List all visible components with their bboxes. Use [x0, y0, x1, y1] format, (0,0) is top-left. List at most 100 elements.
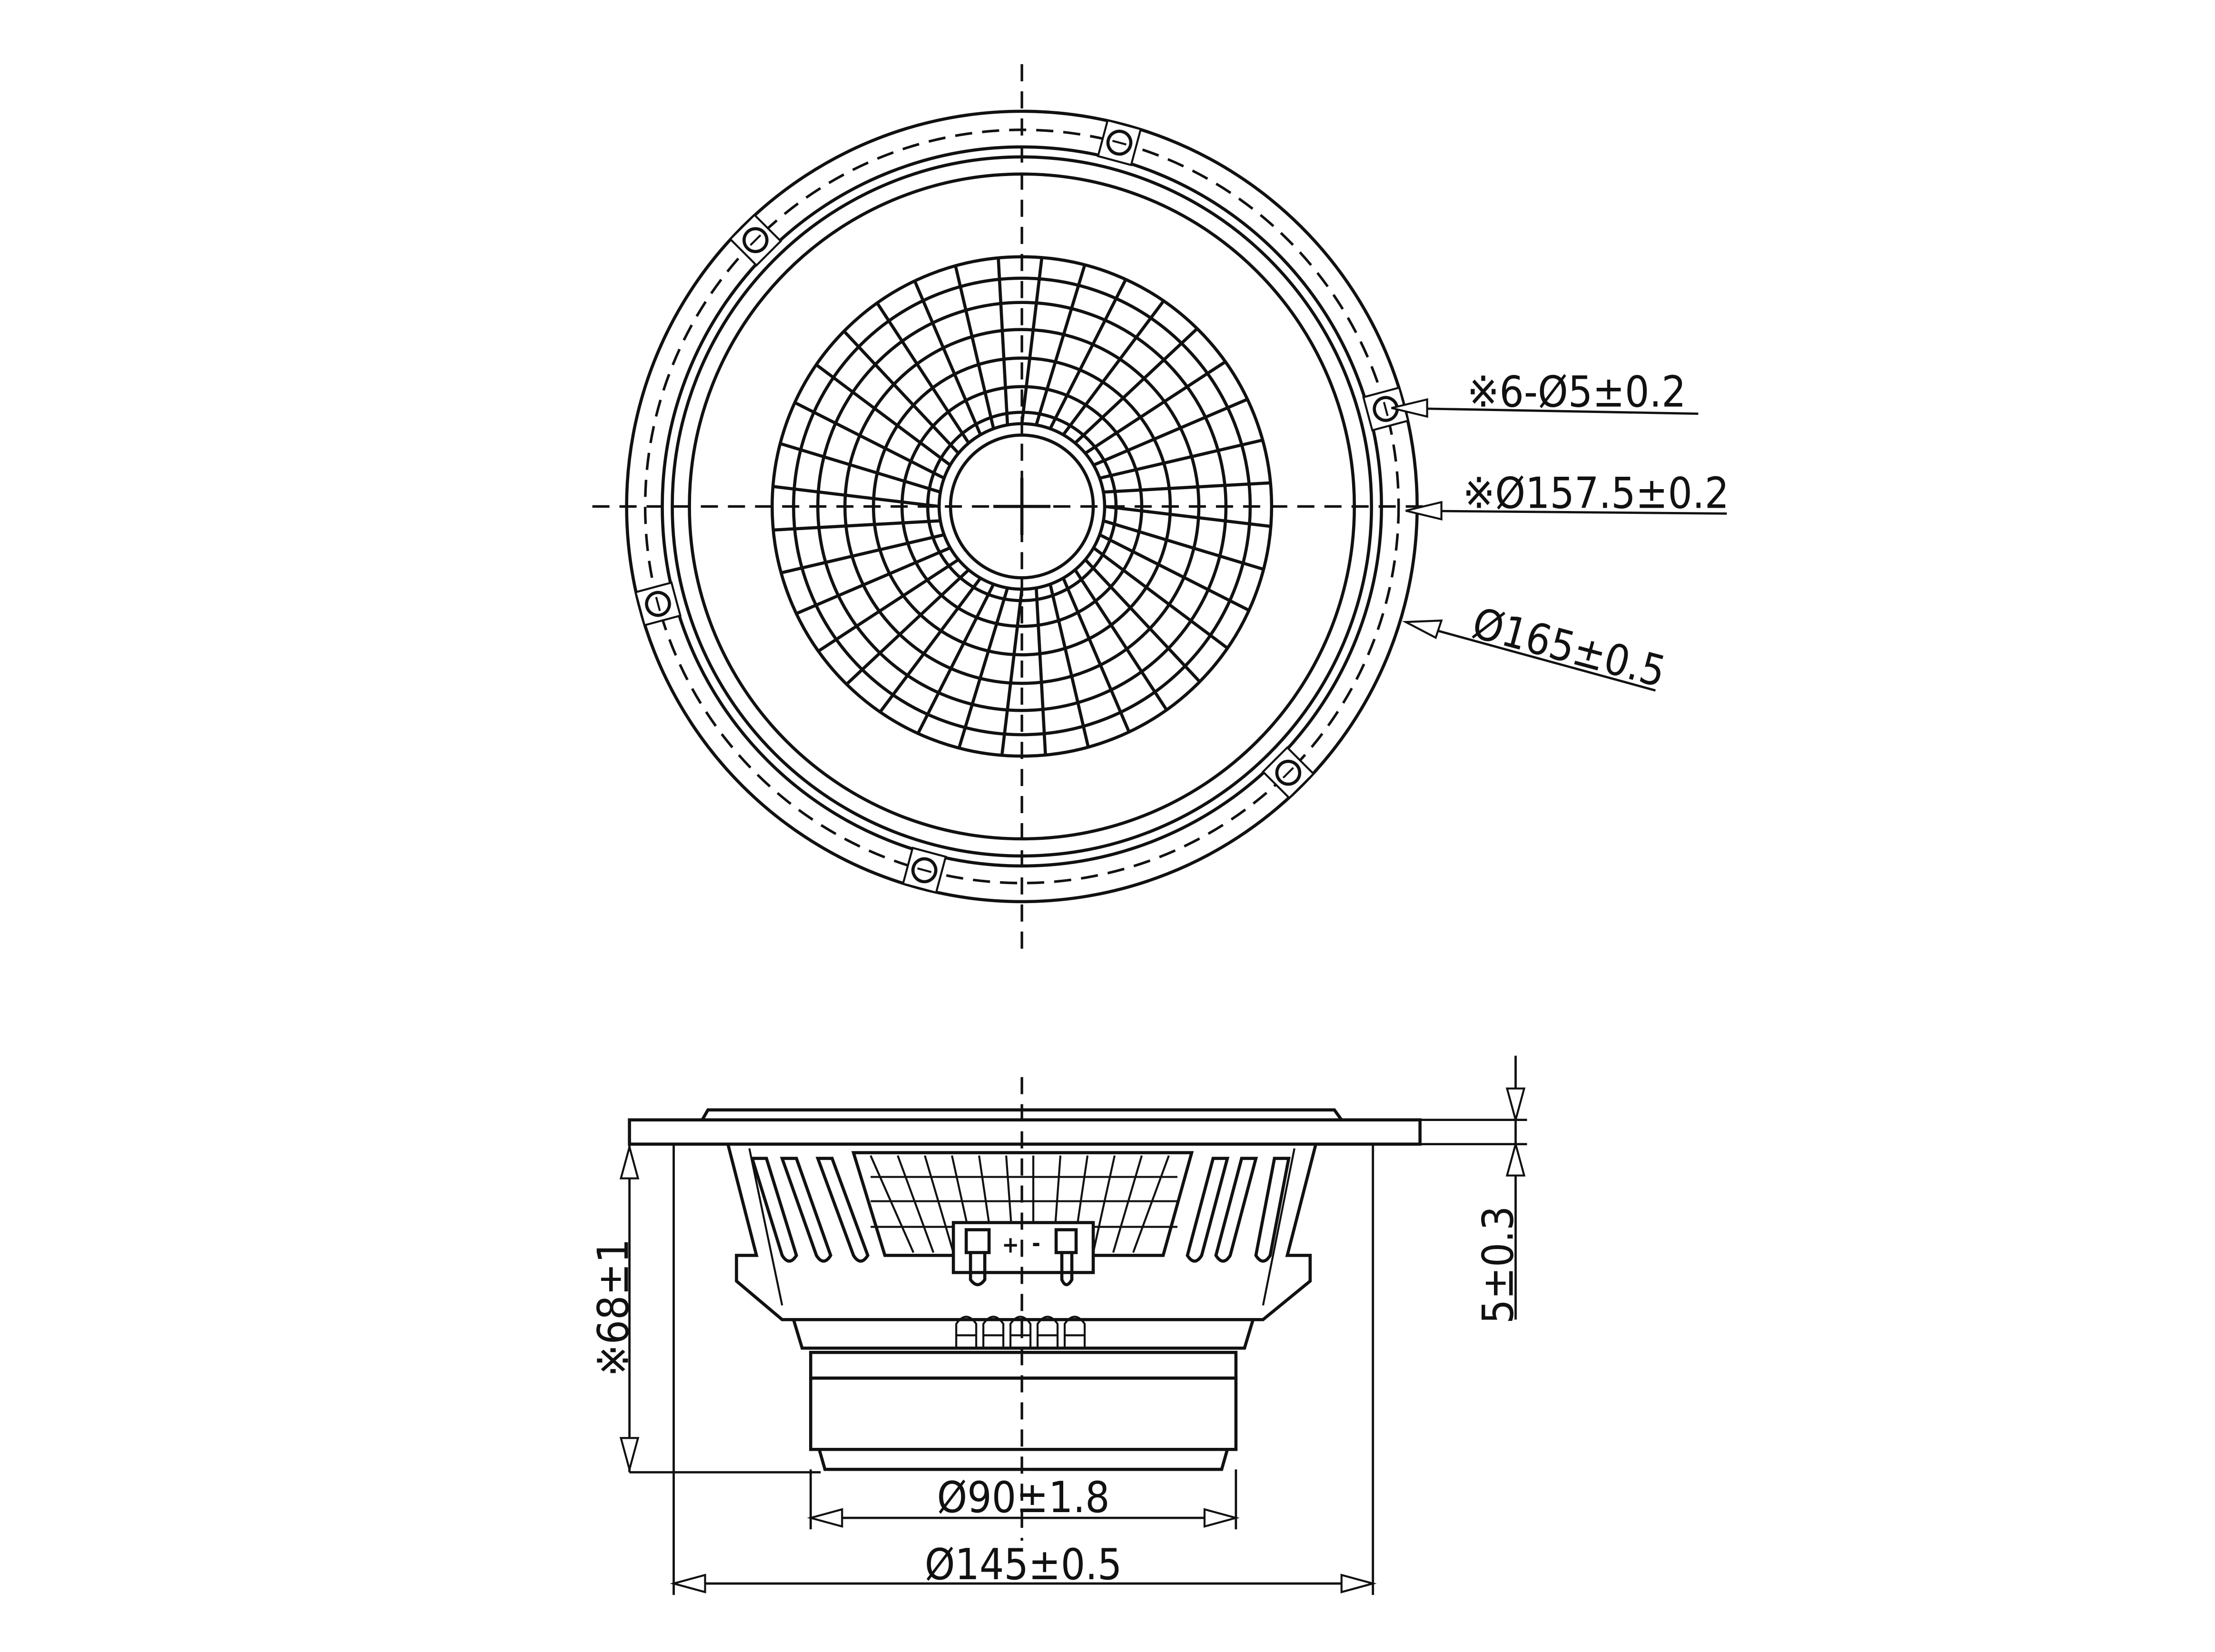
cone-rib — [916, 583, 995, 735]
mount-hole — [729, 213, 782, 267]
mount-hole — [1097, 119, 1142, 167]
mount-hole-mark — [1383, 402, 1389, 416]
label-mount-holes: ※6-Ø5±0.2 — [1467, 368, 1686, 417]
arrow-cutout-left — [670, 1573, 706, 1593]
mount-hole-circle — [1275, 759, 1302, 786]
back-plate — [792, 1319, 1255, 1350]
vent — [1063, 1316, 1086, 1348]
mount-hole-mark — [1112, 139, 1127, 146]
terminal-plus-label: + — [1002, 1231, 1019, 1258]
cone-rib — [1035, 588, 1047, 755]
mount-hole-mark — [1282, 767, 1294, 779]
mount-hole-circle — [645, 590, 671, 617]
cone-rib — [795, 546, 951, 615]
basket-slot — [815, 1157, 870, 1263]
arrow-depth-top — [619, 1143, 640, 1180]
side-cone-rib — [897, 1155, 935, 1253]
basket-slot — [1254, 1157, 1291, 1263]
leader-bolt-circle — [1405, 509, 1727, 515]
vents — [955, 1316, 1086, 1348]
mount-hole-circle — [742, 227, 769, 253]
mount-hole — [1362, 386, 1410, 432]
cone-rib — [815, 363, 951, 467]
side-cone-rib — [1092, 1155, 1116, 1253]
arrow-cutout-right — [1340, 1573, 1377, 1593]
vent — [1036, 1316, 1059, 1348]
cone-rib — [845, 569, 970, 686]
terminal-plus-tab — [964, 1228, 991, 1254]
label-depth: ※68±1 — [589, 1239, 639, 1377]
cone-rib — [1084, 558, 1201, 683]
terminal-minus-label: - — [1032, 1230, 1040, 1257]
cone-rib — [794, 401, 945, 480]
arrow-magnet-left — [807, 1508, 843, 1528]
basket-slot — [1186, 1157, 1230, 1263]
label-magnet-diameter: Ø90±1.8 — [937, 1473, 1110, 1523]
vent — [982, 1316, 1005, 1348]
side-cone-rib — [924, 1155, 955, 1253]
cone-rib — [1099, 533, 1250, 612]
terminal-plus-pin — [969, 1252, 987, 1287]
arrow-flange-bottom — [1505, 1140, 1526, 1177]
mount-holes — [634, 119, 1410, 894]
vent — [1009, 1316, 1032, 1348]
mount-hole-circle — [1106, 129, 1133, 156]
terminal-minus-tab — [1054, 1228, 1078, 1254]
vent — [955, 1316, 978, 1348]
cone-rib — [842, 330, 960, 454]
mount-hole-circle — [911, 857, 938, 884]
cone-rib — [1103, 481, 1271, 494]
cone-rib — [997, 257, 1009, 425]
cone-rib — [913, 280, 982, 436]
arrow-magnet-right — [1203, 1508, 1240, 1528]
magnet — [809, 1377, 1238, 1451]
terminal-block: + - — [951, 1221, 1095, 1287]
label-cutout-diameter: Ø145±0.5 — [925, 1540, 1122, 1590]
cone-rib — [954, 265, 995, 429]
cone-rib — [1084, 360, 1226, 455]
terminal-minus-pin — [1060, 1252, 1074, 1287]
cone-rib — [1020, 257, 1044, 424]
cone-rib — [1074, 569, 1168, 711]
mount-hole-mark — [655, 597, 661, 611]
arrow-depth-bottom — [619, 1437, 640, 1474]
cone-rib — [1062, 577, 1131, 733]
leader-outer-diameter — [1405, 620, 1656, 692]
cone-rib — [1074, 327, 1198, 444]
cone-rib — [1048, 584, 1090, 747]
top-view: ※6-Ø5±0.2 ※Ø157.5±0.2 Ø165±0.5 — [592, 64, 1729, 956]
cone-rib — [1048, 278, 1127, 430]
mount-hole — [634, 581, 682, 627]
arrow-bolt-circle — [1405, 501, 1443, 521]
cone-rib — [876, 302, 970, 444]
top-plate — [809, 1351, 1238, 1380]
cone-rib — [780, 442, 941, 494]
side-cone-rib — [1112, 1155, 1143, 1253]
basket-slot — [750, 1157, 798, 1263]
arrow-flange-top — [1505, 1087, 1526, 1124]
cone-rib — [1099, 438, 1263, 480]
basket-outline — [726, 1143, 1317, 1321]
cone-rib — [1035, 264, 1087, 426]
label-flange-thickness: 5±0.3 — [1474, 1206, 1523, 1324]
side-view: + - ※68±1 5±0.3 Ø90±1.8 — [589, 1055, 1527, 1595]
basket-slot — [1214, 1157, 1258, 1263]
cone-rib — [957, 587, 1009, 749]
mount-hole-mark — [750, 234, 761, 246]
cone-rib — [879, 577, 982, 713]
arrow-outer-diameter — [1402, 620, 1443, 639]
side-cone-rib — [1132, 1155, 1170, 1253]
cone-rib — [1093, 398, 1248, 467]
cone-rib — [1000, 589, 1024, 756]
mount-hole — [901, 846, 947, 894]
side-cone-rib — [870, 1155, 915, 1253]
mounting-flange — [628, 1118, 1422, 1146]
basket-inner — [748, 1148, 1295, 1306]
leader-mount-holes — [1391, 407, 1699, 415]
cone-window — [851, 1151, 1194, 1257]
basket-slot — [780, 1157, 832, 1263]
bottom-plate — [818, 1449, 1229, 1471]
label-outer-diameter: Ø165±0.5 — [1467, 599, 1671, 698]
cone-rib — [773, 519, 941, 532]
